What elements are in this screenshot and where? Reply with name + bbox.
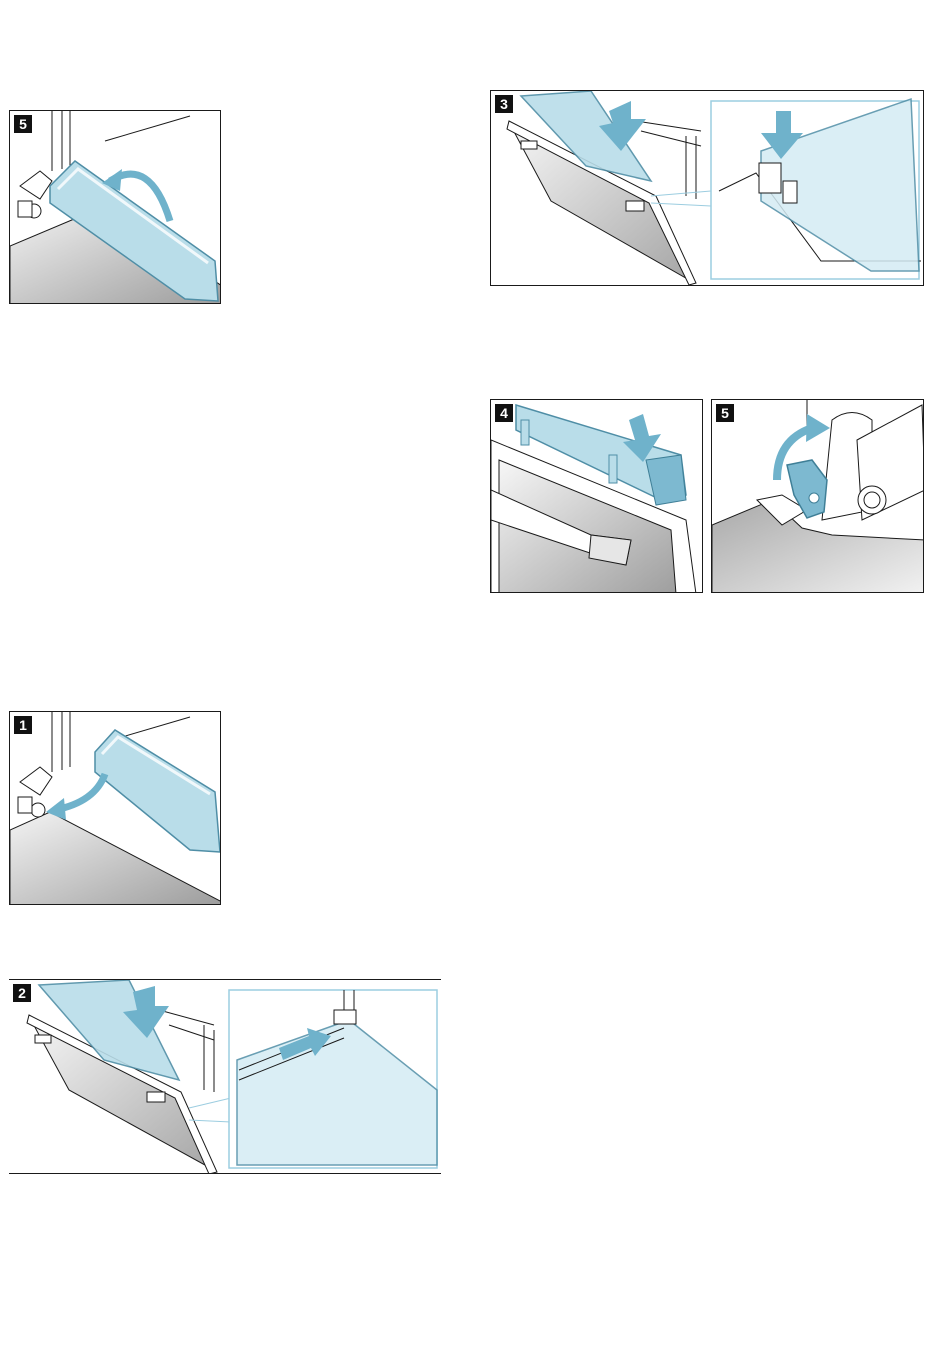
step-number-badge: 3 — [495, 95, 513, 113]
illustration-step-4-attach-cover-strip: 4 — [490, 399, 703, 593]
step-number-badge: 4 — [495, 404, 513, 422]
step-number-badge: 2 — [13, 984, 31, 1002]
illustration-step-1-remove-cover: 1 — [9, 711, 221, 905]
cover-hinge-drawing — [10, 111, 221, 304]
remove-cover-drawing — [10, 712, 221, 905]
illustration-step-3-insert-glass-pane: 3 — [490, 90, 924, 286]
illustration-step-5-glass-cover-fold: 5 — [9, 110, 221, 304]
hinge-lock-drawing — [712, 400, 924, 593]
illustration-step-5-hinge-lock: 5 — [711, 399, 924, 593]
step-number-badge: 5 — [716, 404, 734, 422]
door-glass-insert-drawing — [491, 91, 924, 286]
illustration-step-2-slide-glass-pane: 2 — [9, 980, 441, 1174]
step-number-badge: 1 — [14, 716, 32, 734]
cover-strip-drawing — [491, 400, 703, 593]
slide-glass-pane-drawing — [9, 980, 441, 1174]
step-number-badge: 5 — [14, 115, 32, 133]
